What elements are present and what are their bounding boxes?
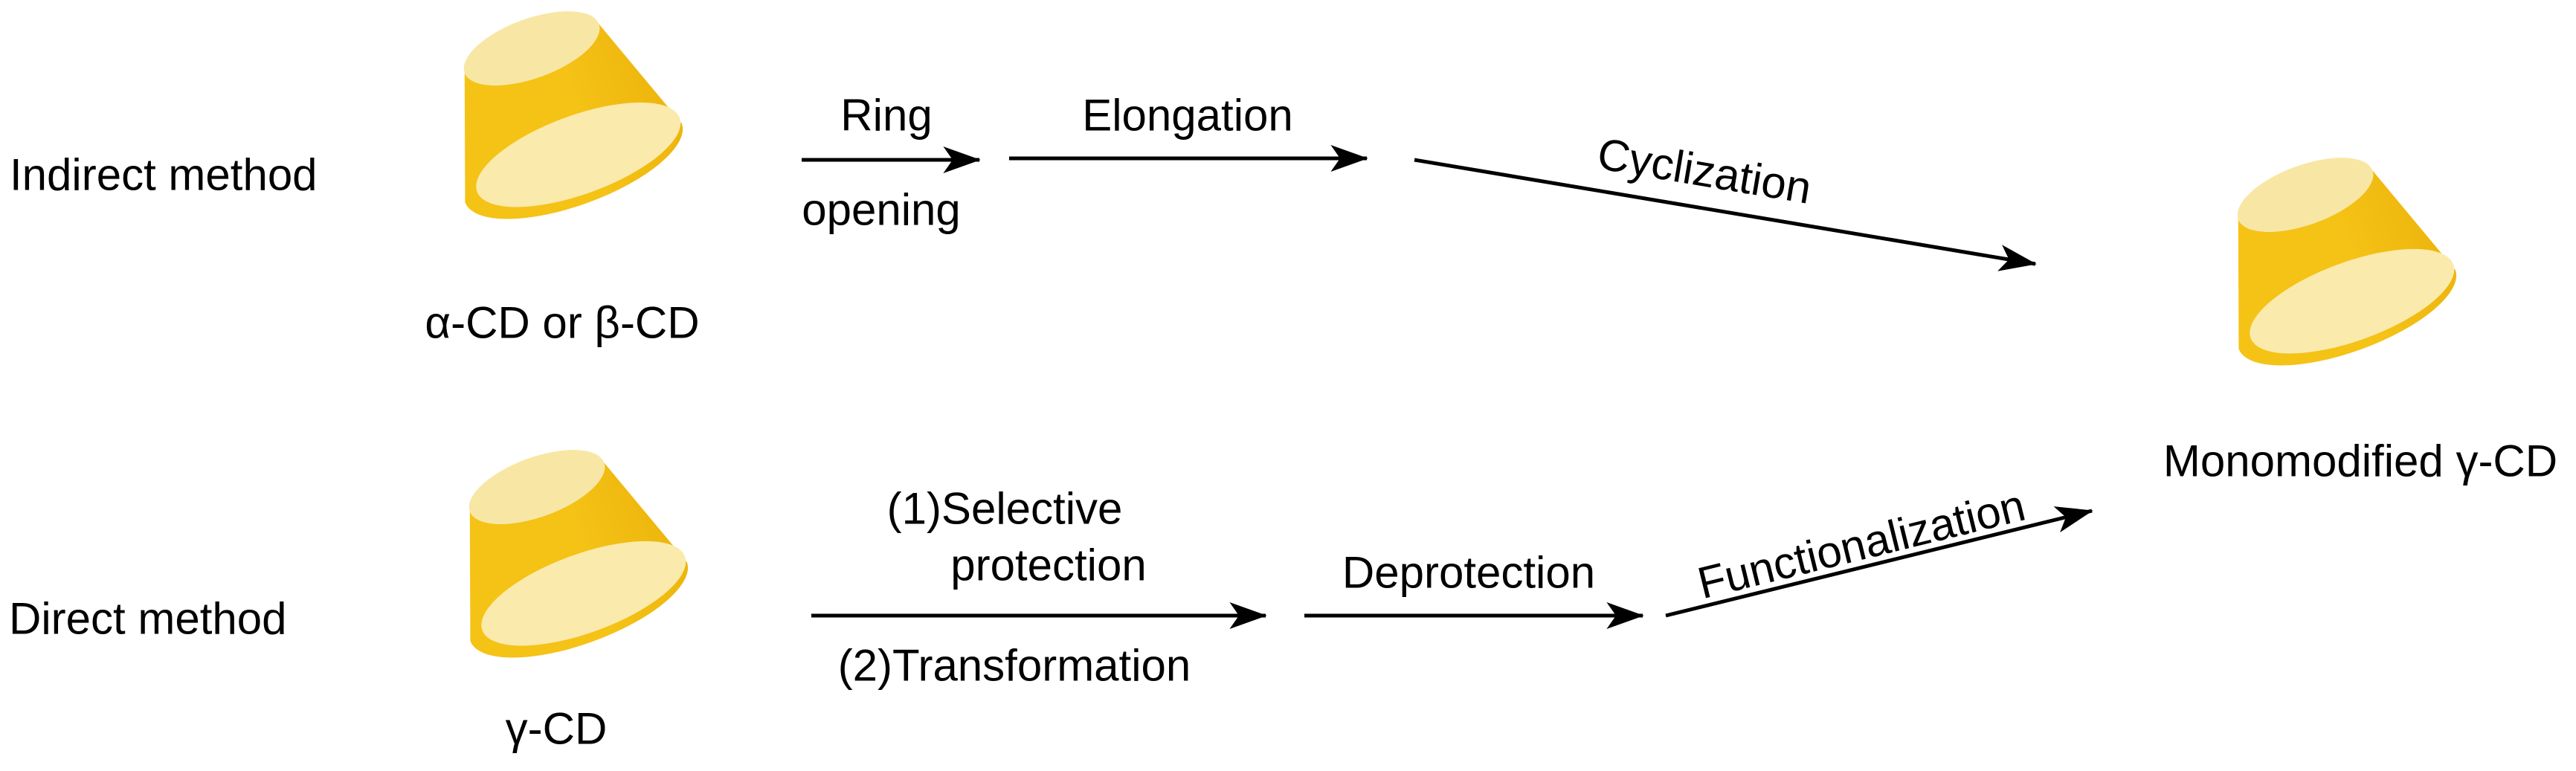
selective-label-line1: (1)Selective xyxy=(886,483,1123,534)
monomodified-gamma-cd-cone-icon xyxy=(2186,127,2470,389)
deprotection-label: Deprotection xyxy=(1342,547,1596,598)
ring-label: Ring xyxy=(840,90,933,141)
alpha-beta-cd-label: α-CD or β-CD xyxy=(425,297,700,348)
direct-method-label: Direct method xyxy=(9,593,287,644)
gamma-cd-cone-icon xyxy=(418,419,702,681)
monomodified-gamma-cd-label: Monomodified γ-CD xyxy=(2163,436,2558,486)
elongation-label: Elongation xyxy=(1082,90,1293,141)
opening-label: opening xyxy=(802,184,961,235)
alpha-beta-cd-cone-icon xyxy=(413,0,697,242)
transformation-label: (2)Transformation xyxy=(837,640,1191,691)
selective-label-line2: protection xyxy=(950,540,1147,590)
functionalization-arrow xyxy=(1665,506,2093,618)
gamma-cd-label: γ-CD xyxy=(505,703,608,754)
indirect-method-label: Indirect method xyxy=(10,149,318,200)
cyclization-arrow xyxy=(1414,158,2037,271)
